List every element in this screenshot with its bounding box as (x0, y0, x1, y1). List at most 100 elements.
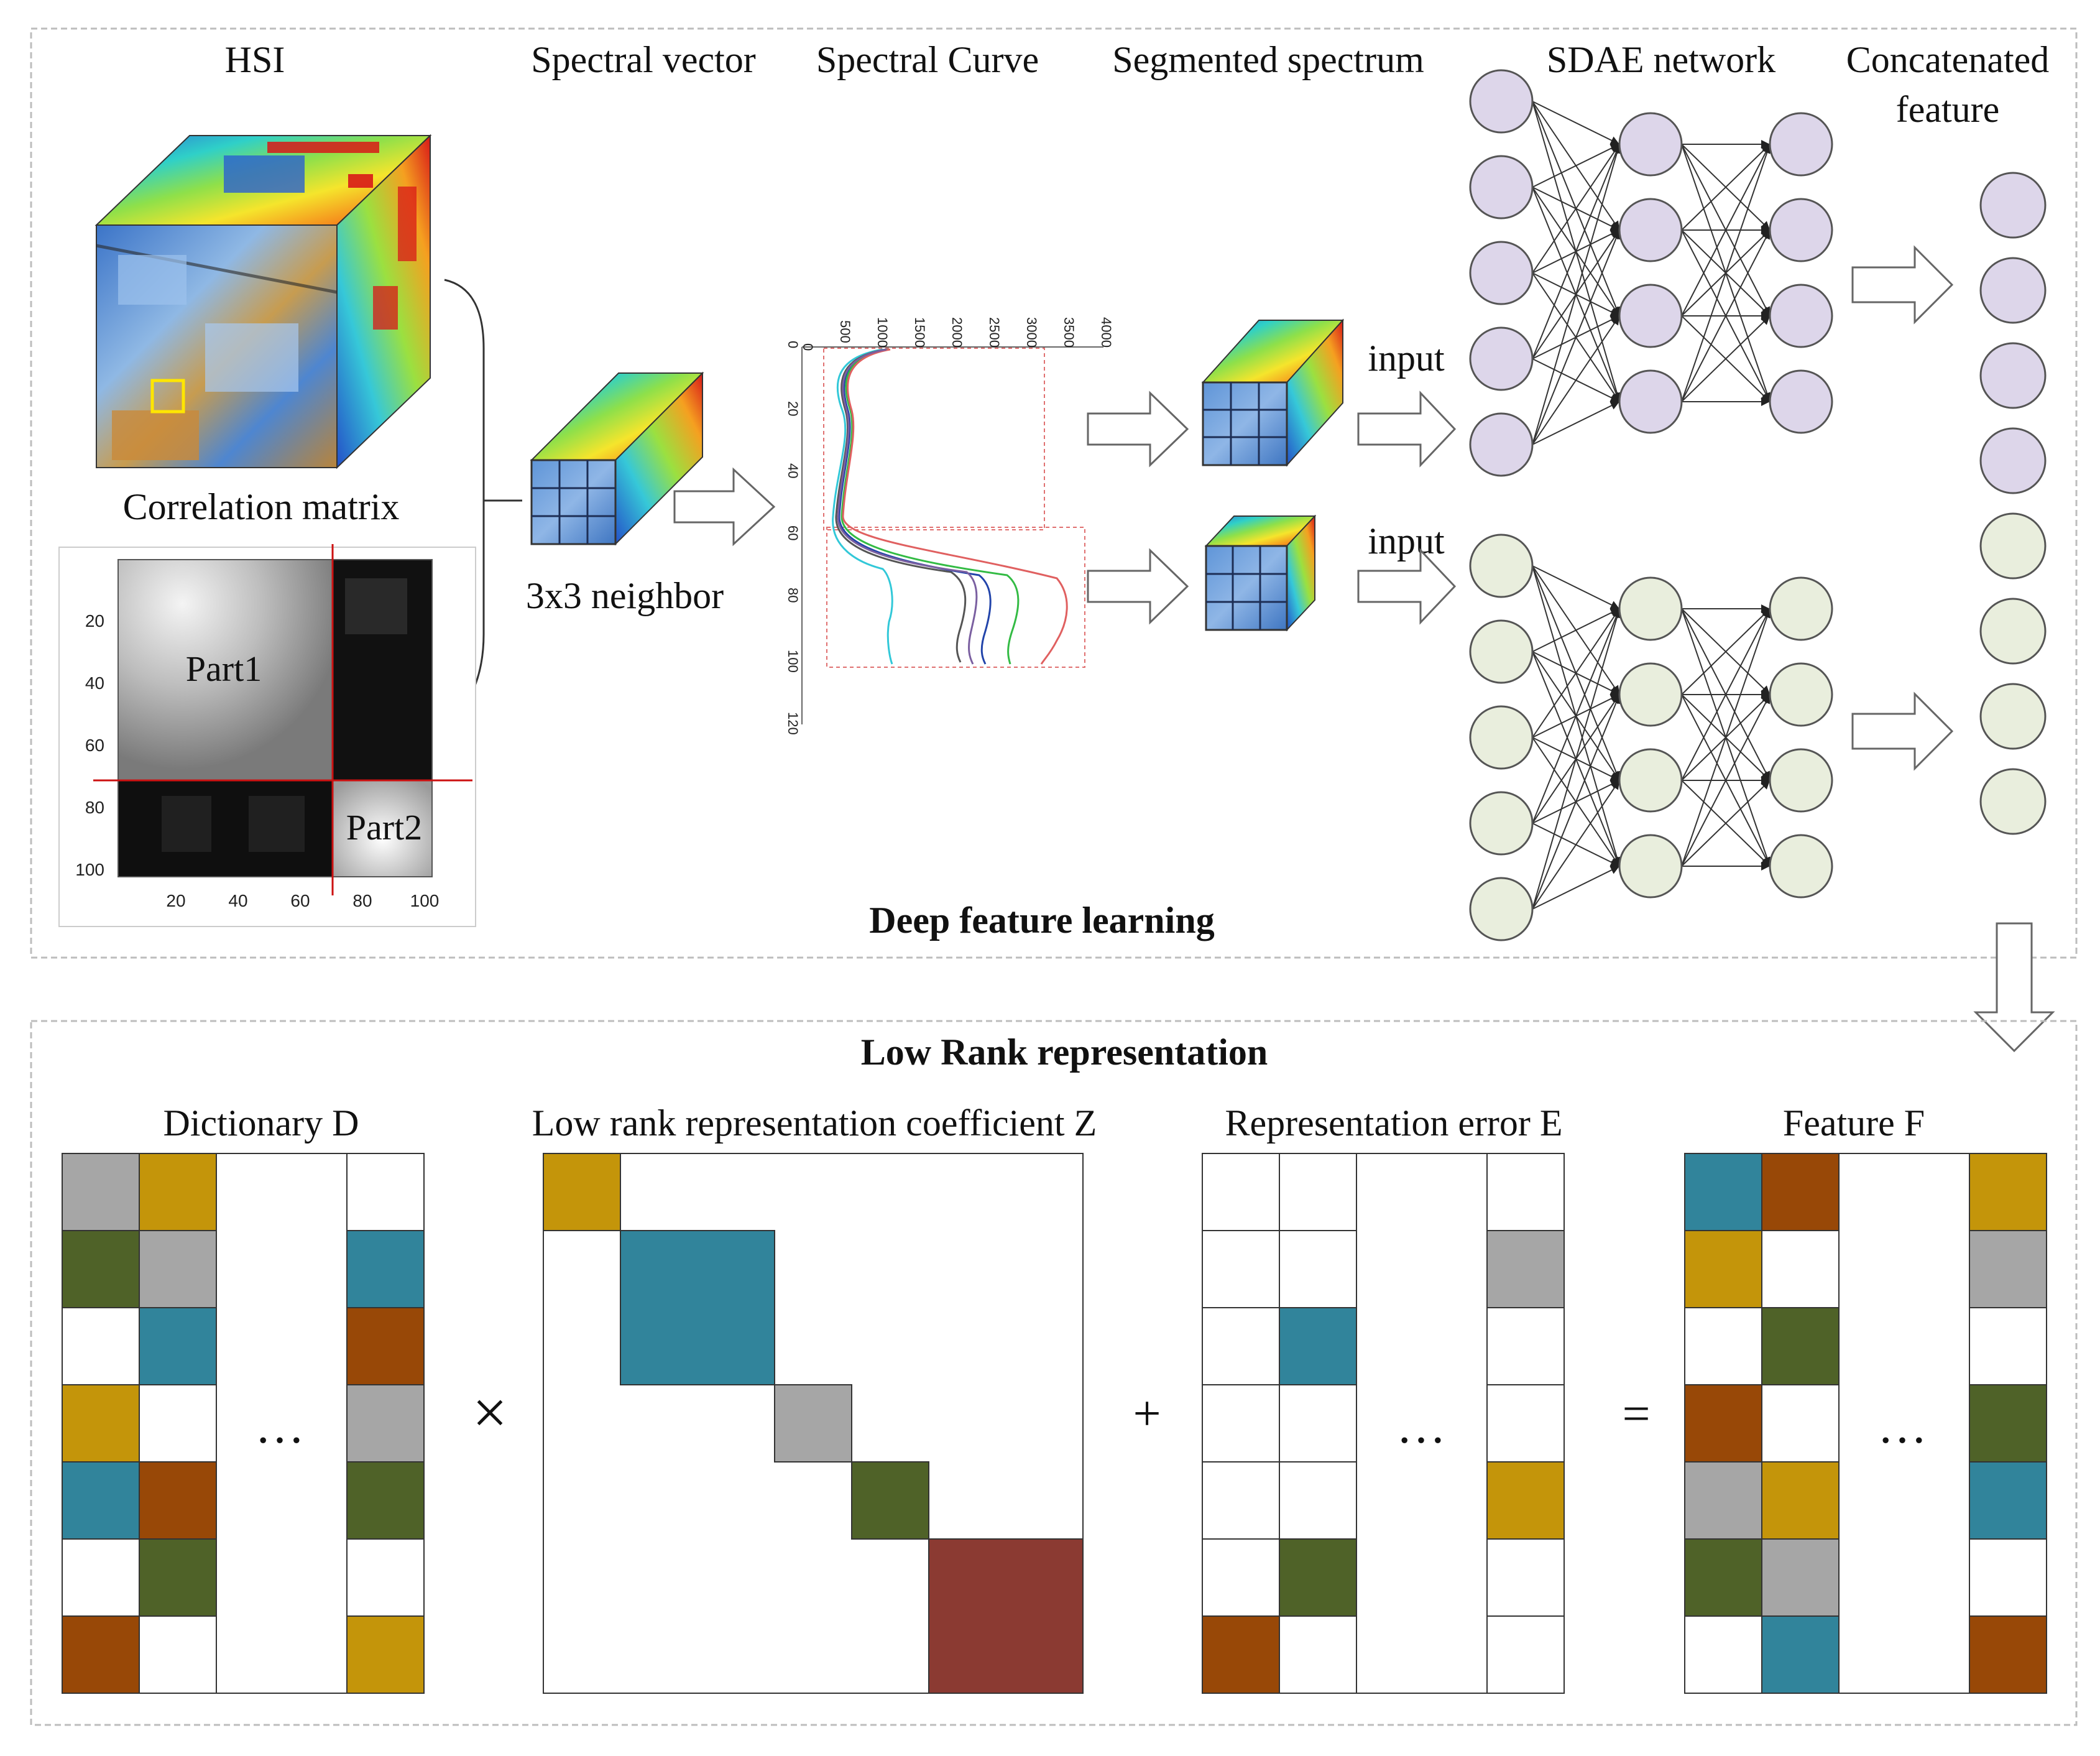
network-node (1769, 748, 1833, 813)
matrix-cell (346, 1461, 425, 1540)
network-edge (1532, 565, 1620, 609)
error-ellipsis: … (1396, 1399, 1446, 1454)
curve-left-tick: 60 (785, 525, 801, 540)
coefficient-block (774, 1384, 852, 1463)
curve-top-tick: 3500 (1061, 317, 1077, 348)
matrix-cell (62, 1384, 140, 1463)
curve-left-tick: 40 (785, 463, 801, 478)
spectral-curve (842, 348, 1068, 665)
spectral-curve (840, 348, 1020, 665)
arrow-to-segment-lower (1087, 548, 1189, 625)
neighbor-cube-front (530, 459, 617, 545)
matrix-cell (1761, 1153, 1840, 1231)
sdae-network-upper (1469, 69, 1833, 477)
network-node (1769, 662, 1833, 727)
sdae-network-label: SDAE network (1547, 39, 1775, 80)
network-node (1618, 662, 1683, 727)
network-edge (1532, 144, 1621, 359)
coefficient-label: Low rank representation coefficient Z (532, 1102, 1097, 1144)
network-node (1618, 834, 1683, 899)
coefficient-matrix (543, 1153, 1084, 1694)
correlation-matrix-label: Correlation matrix (123, 486, 400, 527)
matrix-cell (346, 1538, 425, 1617)
matrix-cell (1761, 1230, 1840, 1308)
matrix-cell (1486, 1230, 1565, 1308)
matrix-cell (139, 1461, 217, 1540)
matrix-cell (1969, 1615, 2047, 1694)
neighbor-cube (530, 371, 704, 546)
matrix-cell (1279, 1461, 1357, 1540)
sample-window (150, 379, 185, 414)
network-node (1769, 369, 1833, 434)
curve-top-tick: 1000 (875, 317, 890, 348)
network-edge (1532, 315, 1620, 445)
curve-segment-box-lower (826, 527, 1085, 668)
corr-xtick: 100 (410, 891, 440, 910)
concatenated-label-line1: Concatenated (1846, 39, 2050, 80)
concat-node (1979, 512, 2047, 580)
network-edge (1532, 401, 1620, 445)
network-node (1469, 705, 1534, 770)
corr-part1-region (118, 560, 333, 780)
matrix-cell (346, 1230, 425, 1308)
network-node (1618, 748, 1683, 813)
network-edge (1532, 101, 1620, 145)
matrix-gap (1356, 1153, 1488, 1694)
coefficient-block (851, 1461, 929, 1540)
spectral-curve (835, 348, 967, 663)
network-edge (1681, 144, 1771, 231)
dictionary-label: Dictionary D (163, 1102, 359, 1144)
correlation-matrix: Part1 Part2 20 40 60 80 100 20 40 60 80 … (58, 544, 476, 927)
spectral-curve (832, 348, 893, 665)
matrix-cell (1684, 1461, 1762, 1540)
matrix-cell (1202, 1538, 1280, 1617)
matrix-cell (1486, 1384, 1565, 1463)
matrix-cell (1202, 1307, 1280, 1385)
network-edge (1681, 608, 1771, 781)
concat-node (1979, 768, 2047, 835)
network-node (1618, 198, 1683, 262)
network-edge (1532, 608, 1620, 652)
network-edge (1681, 608, 1771, 695)
matrix-cell (1761, 1384, 1840, 1463)
matrix-cell (1202, 1384, 1280, 1463)
corr-part2-region (333, 780, 432, 877)
matrix-cell (1279, 1230, 1357, 1308)
segment-cube-upper (1201, 318, 1345, 467)
corr-xtick: 60 (290, 891, 310, 910)
network-node (1769, 576, 1833, 641)
matrix-cell (1279, 1307, 1357, 1385)
matrix-cell (1969, 1230, 2047, 1308)
spectral-curve-label: Spectral Curve (816, 39, 1039, 80)
low-rank-panel (30, 1020, 2078, 1726)
matrix-cell (1279, 1615, 1357, 1694)
curve-top-tick: 4000 (1098, 317, 1114, 348)
matrix-cell (139, 1615, 217, 1694)
network-node (1469, 619, 1534, 684)
matrix-cell (1202, 1230, 1280, 1308)
matrix-cell (1684, 1230, 1762, 1308)
network-node (1469, 791, 1534, 856)
corr-ytick: 100 (75, 860, 104, 879)
low-rank-title: Low Rank representation (861, 1032, 1268, 1073)
network-edge (1532, 608, 1621, 910)
deep-feature-panel (30, 27, 2078, 959)
matrix-gap (216, 1153, 348, 1694)
curve-left-tick: 80 (785, 588, 801, 603)
corr-ytick: 20 (85, 611, 104, 631)
part2-label: Part2 (346, 807, 422, 848)
matrix-cell (1761, 1307, 1840, 1385)
matrix-cell (1969, 1384, 2047, 1463)
spectral-curve (837, 348, 978, 665)
equals-operator: = (1622, 1387, 1650, 1441)
plus-operator: + (1133, 1387, 1161, 1441)
matrix-cell (1486, 1461, 1565, 1540)
network-edge (1532, 144, 1620, 188)
network-edge (1532, 694, 1621, 910)
matrix-cell (62, 1615, 140, 1694)
matrix-cell (1761, 1538, 1840, 1617)
network-node (1469, 412, 1534, 477)
curve-left-tick: 120 (785, 712, 801, 735)
concat-node (1979, 342, 2047, 409)
